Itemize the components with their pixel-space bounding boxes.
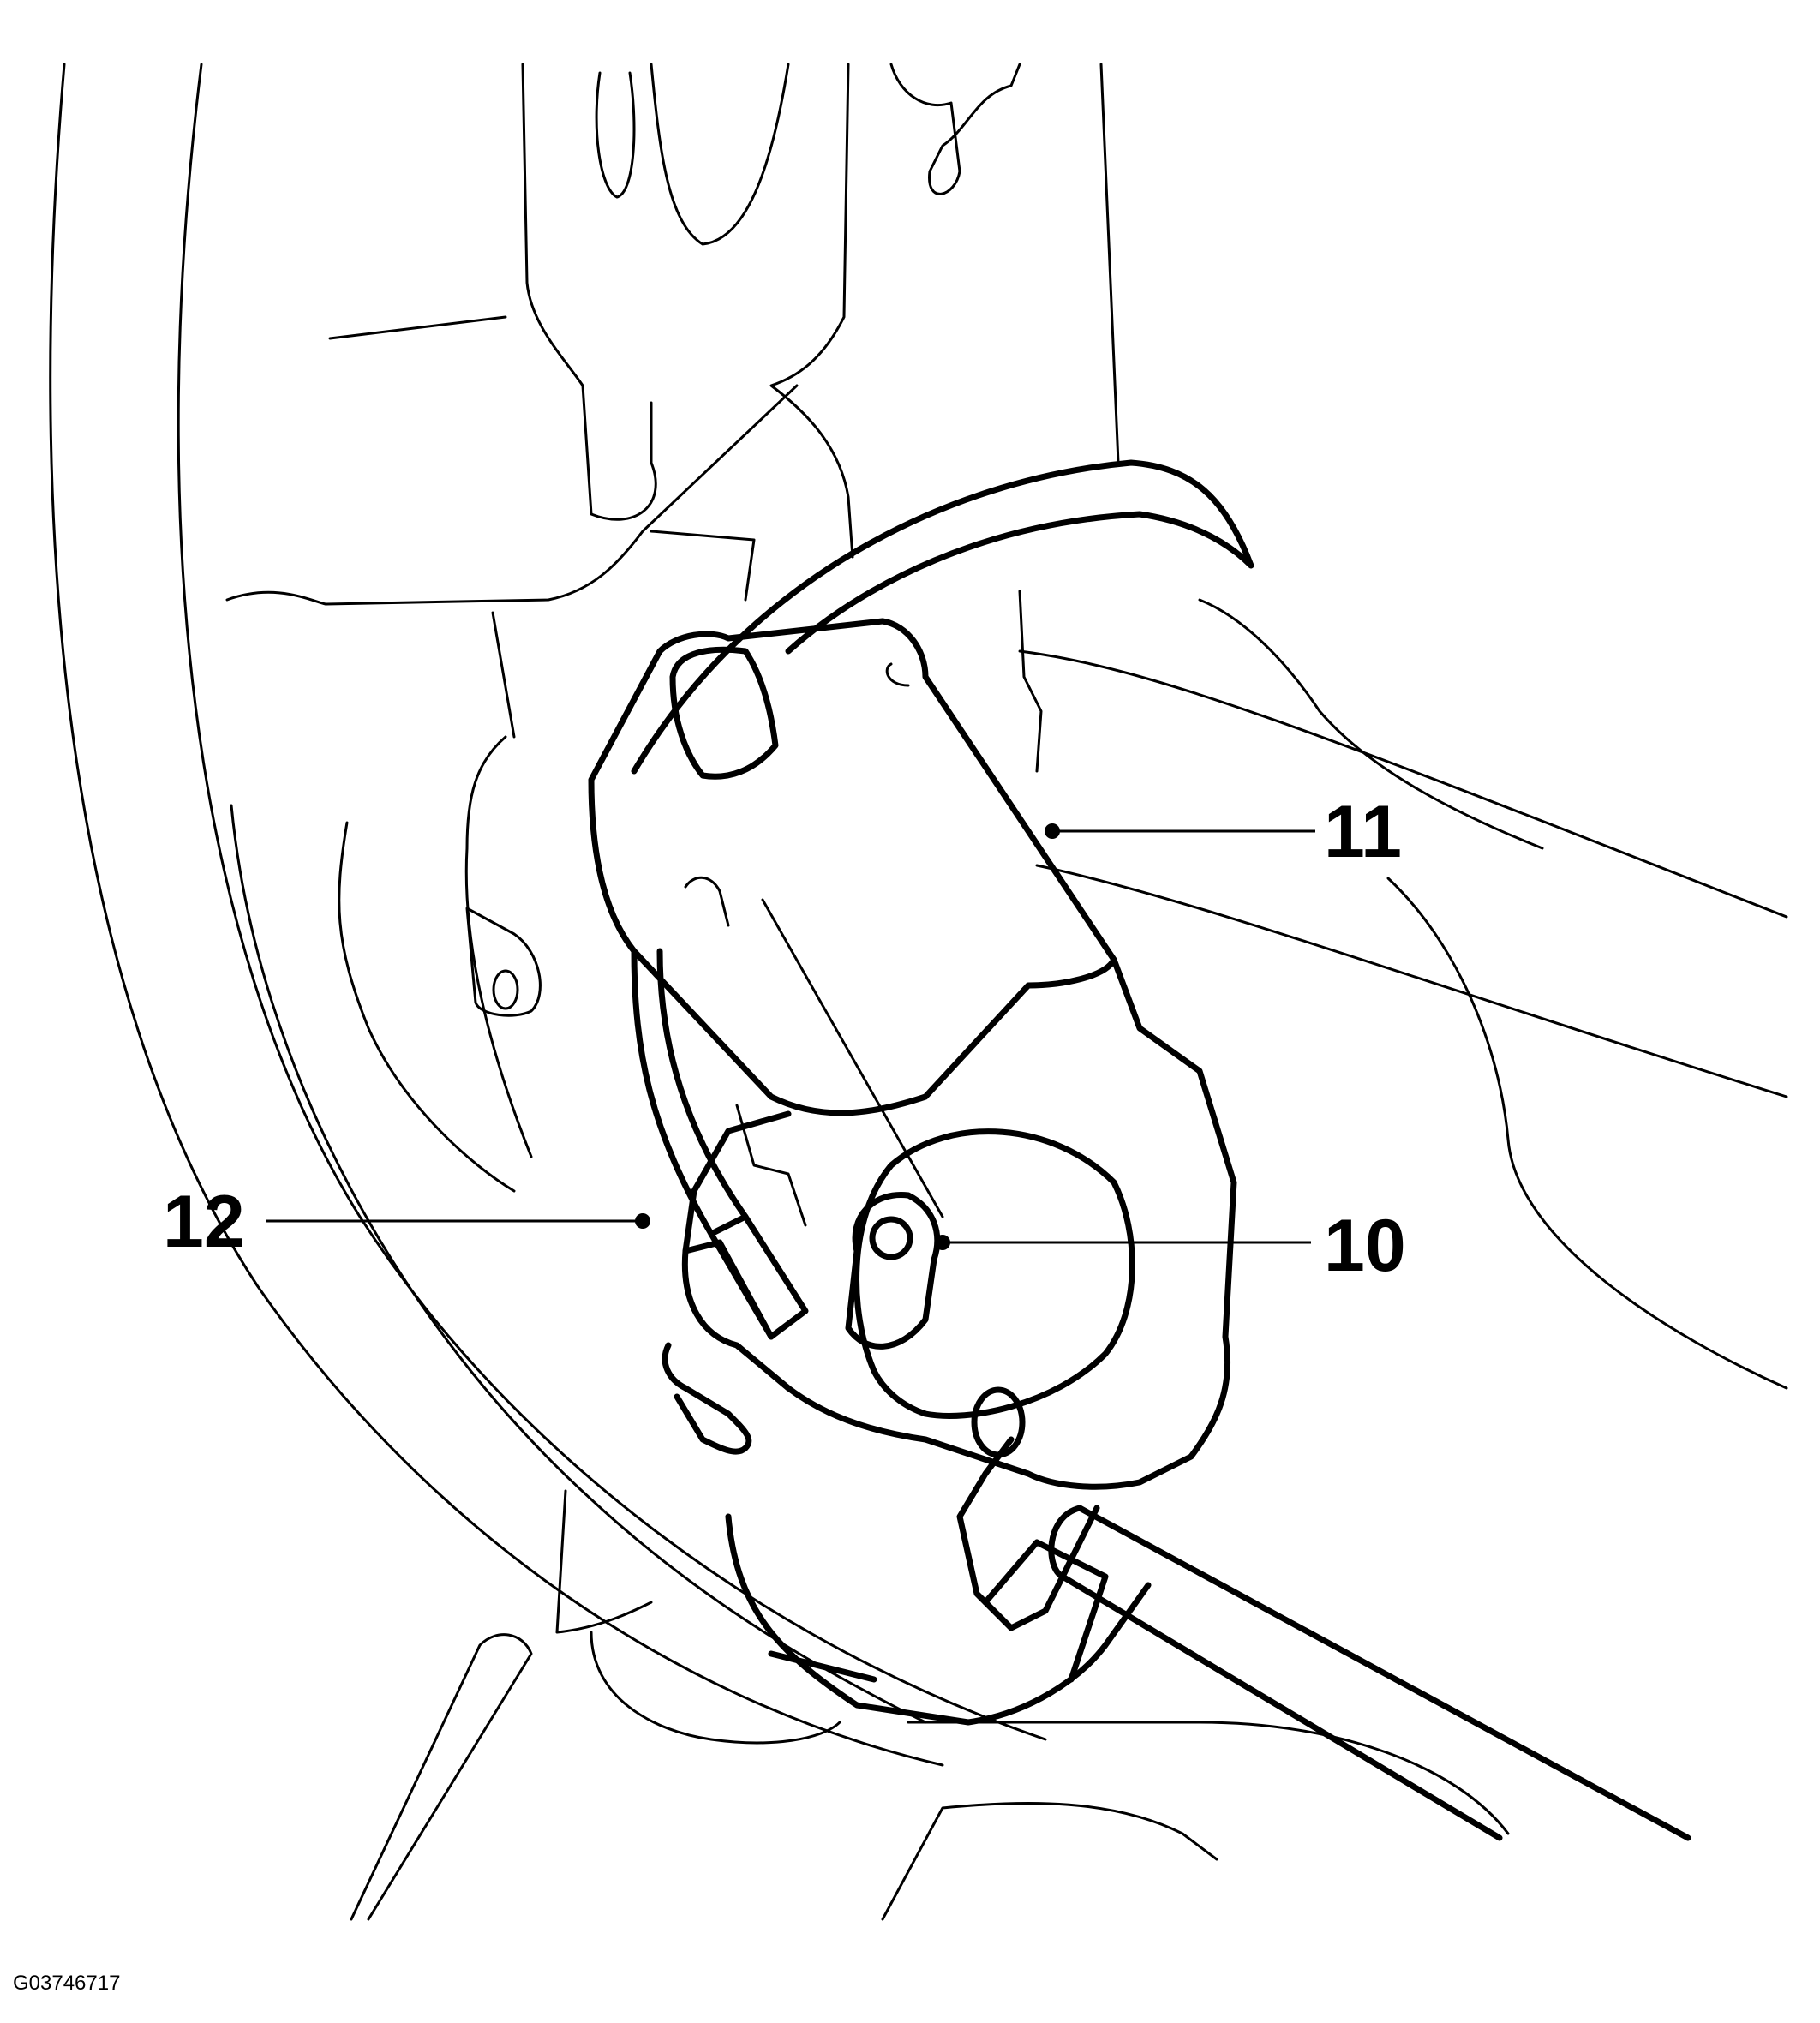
- gearbox-front-disc: [853, 1128, 1135, 1419]
- callout-12: 12: [163, 1181, 650, 1263]
- outer-panel-curve-1: [49, 63, 944, 1767]
- figure-id: G03746717: [13, 1972, 120, 1995]
- callout-11-label: 11: [1324, 791, 1402, 873]
- floor-line-3: [590, 1631, 841, 1745]
- body-structure: [49, 63, 1788, 1921]
- inner-bracket: [464, 735, 533, 1158]
- ledge-mid: [225, 384, 799, 606]
- hook-shape: [889, 63, 1021, 195]
- motor-end-cap: [669, 646, 779, 780]
- linkage-rod-end: [1048, 1505, 1083, 1580]
- floor-line-2: [350, 1633, 533, 1921]
- callout-12-label: 12: [163, 1181, 245, 1263]
- callout-10: 10: [935, 1205, 1406, 1287]
- connector-latch: [682, 1239, 775, 1340]
- right-wedge: [1018, 590, 1043, 773]
- linkage-rod-bottom: [1059, 1573, 1503, 1841]
- output-shaft-hole: [971, 1386, 1026, 1458]
- mounting-bolt: [869, 1216, 913, 1260]
- wire-harness-1: [631, 948, 715, 1237]
- floor-line-4: [907, 1721, 1510, 1835]
- motor-small-tab: [684, 876, 730, 927]
- right-panel-top: [1018, 649, 1788, 919]
- outer-panel-curve-2: [177, 63, 1047, 1741]
- right-panel-curve: [1386, 877, 1788, 1390]
- linkage-rod-top: [1076, 1505, 1691, 1841]
- pillar-lower-left: [491, 611, 516, 739]
- pillar-right: [769, 63, 854, 559]
- gearbox-housing: [681, 956, 1237, 1490]
- connector-detail: [735, 1104, 807, 1227]
- right-panel-inner: [1198, 598, 1544, 850]
- actuator-assembly: [588, 459, 1691, 1841]
- bracket-edge: [338, 821, 516, 1193]
- pillar-far-right: [1099, 63, 1120, 464]
- hole-bracket: [465, 907, 542, 1017]
- floor-line-1: [555, 1489, 653, 1634]
- right-panel-mid: [1035, 864, 1788, 1098]
- lower-housing-base: [725, 1513, 1152, 1726]
- pillar-left: [521, 63, 657, 521]
- bracket-hole: [492, 969, 519, 1010]
- diagonal-brace: [650, 530, 756, 602]
- slot-2: [650, 63, 790, 246]
- side-tab: [662, 1342, 752, 1455]
- mounting-plate: [631, 459, 1254, 775]
- lower-mount-arm: [768, 1650, 877, 1683]
- callout-11: 11: [1045, 791, 1402, 873]
- gear-segment: [956, 1436, 1100, 1631]
- floor-line-5: [881, 1801, 1218, 1921]
- motor-cap-line: [885, 662, 910, 687]
- wire-harness-2: [656, 948, 749, 1220]
- motor-body-line: [761, 898, 944, 1218]
- callout-10-label: 10: [1324, 1205, 1406, 1287]
- outer-panel-curve-3: [230, 804, 927, 1724]
- slot-1: [595, 71, 636, 199]
- motor-housing: [588, 618, 1117, 1116]
- ledge-upper: [328, 315, 507, 340]
- bolt-boss: [845, 1191, 941, 1350]
